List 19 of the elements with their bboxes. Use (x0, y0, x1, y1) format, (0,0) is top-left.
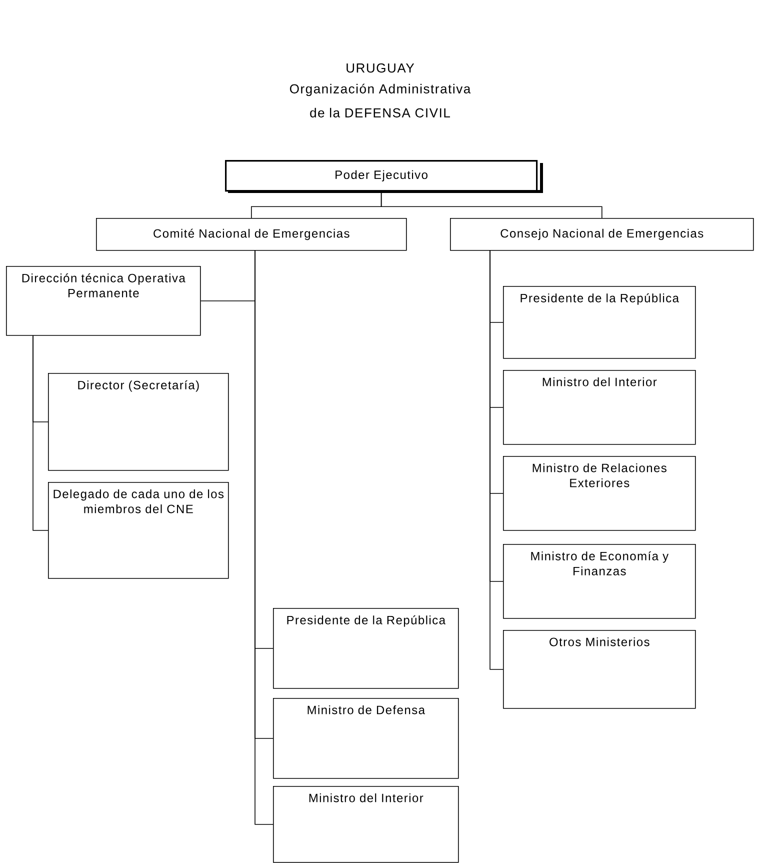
org-box: Presidente de la República (273, 608, 459, 689)
org-box: Dirección técnica Operativa Permanente (6, 266, 201, 336)
title: Organización Administrativa de la DEFENSA CIVIL (290, 84, 471, 118)
org-box: Poder Ejecutivo (225, 160, 543, 193)
org-box: Otros Ministerios (503, 630, 696, 709)
org-box: Comité Nacional de Emergencias (96, 218, 407, 251)
org-box: Ministro de Economía y Finanzas (503, 544, 696, 619)
org-box: Ministro del Interior (503, 370, 696, 445)
org-box: Ministro de Defensa (273, 698, 459, 779)
org-box: Ministro del Interior (273, 786, 459, 863)
org-box: Presidente de la República (503, 286, 696, 359)
org-box: Ministro de Relaciones Exteriores (503, 456, 696, 531)
connector-line (380, 191, 602, 218)
heading-text: URUGUAY (346, 63, 414, 73)
org-box: Delegado de cada uno de los miembros del CNE (48, 482, 229, 579)
org-box: Consejo Nacional de Emergencias (450, 218, 754, 251)
connector-line (490, 250, 504, 670)
connector-line (32, 335, 48, 531)
org-box: Director (Secretaría) (48, 373, 229, 471)
